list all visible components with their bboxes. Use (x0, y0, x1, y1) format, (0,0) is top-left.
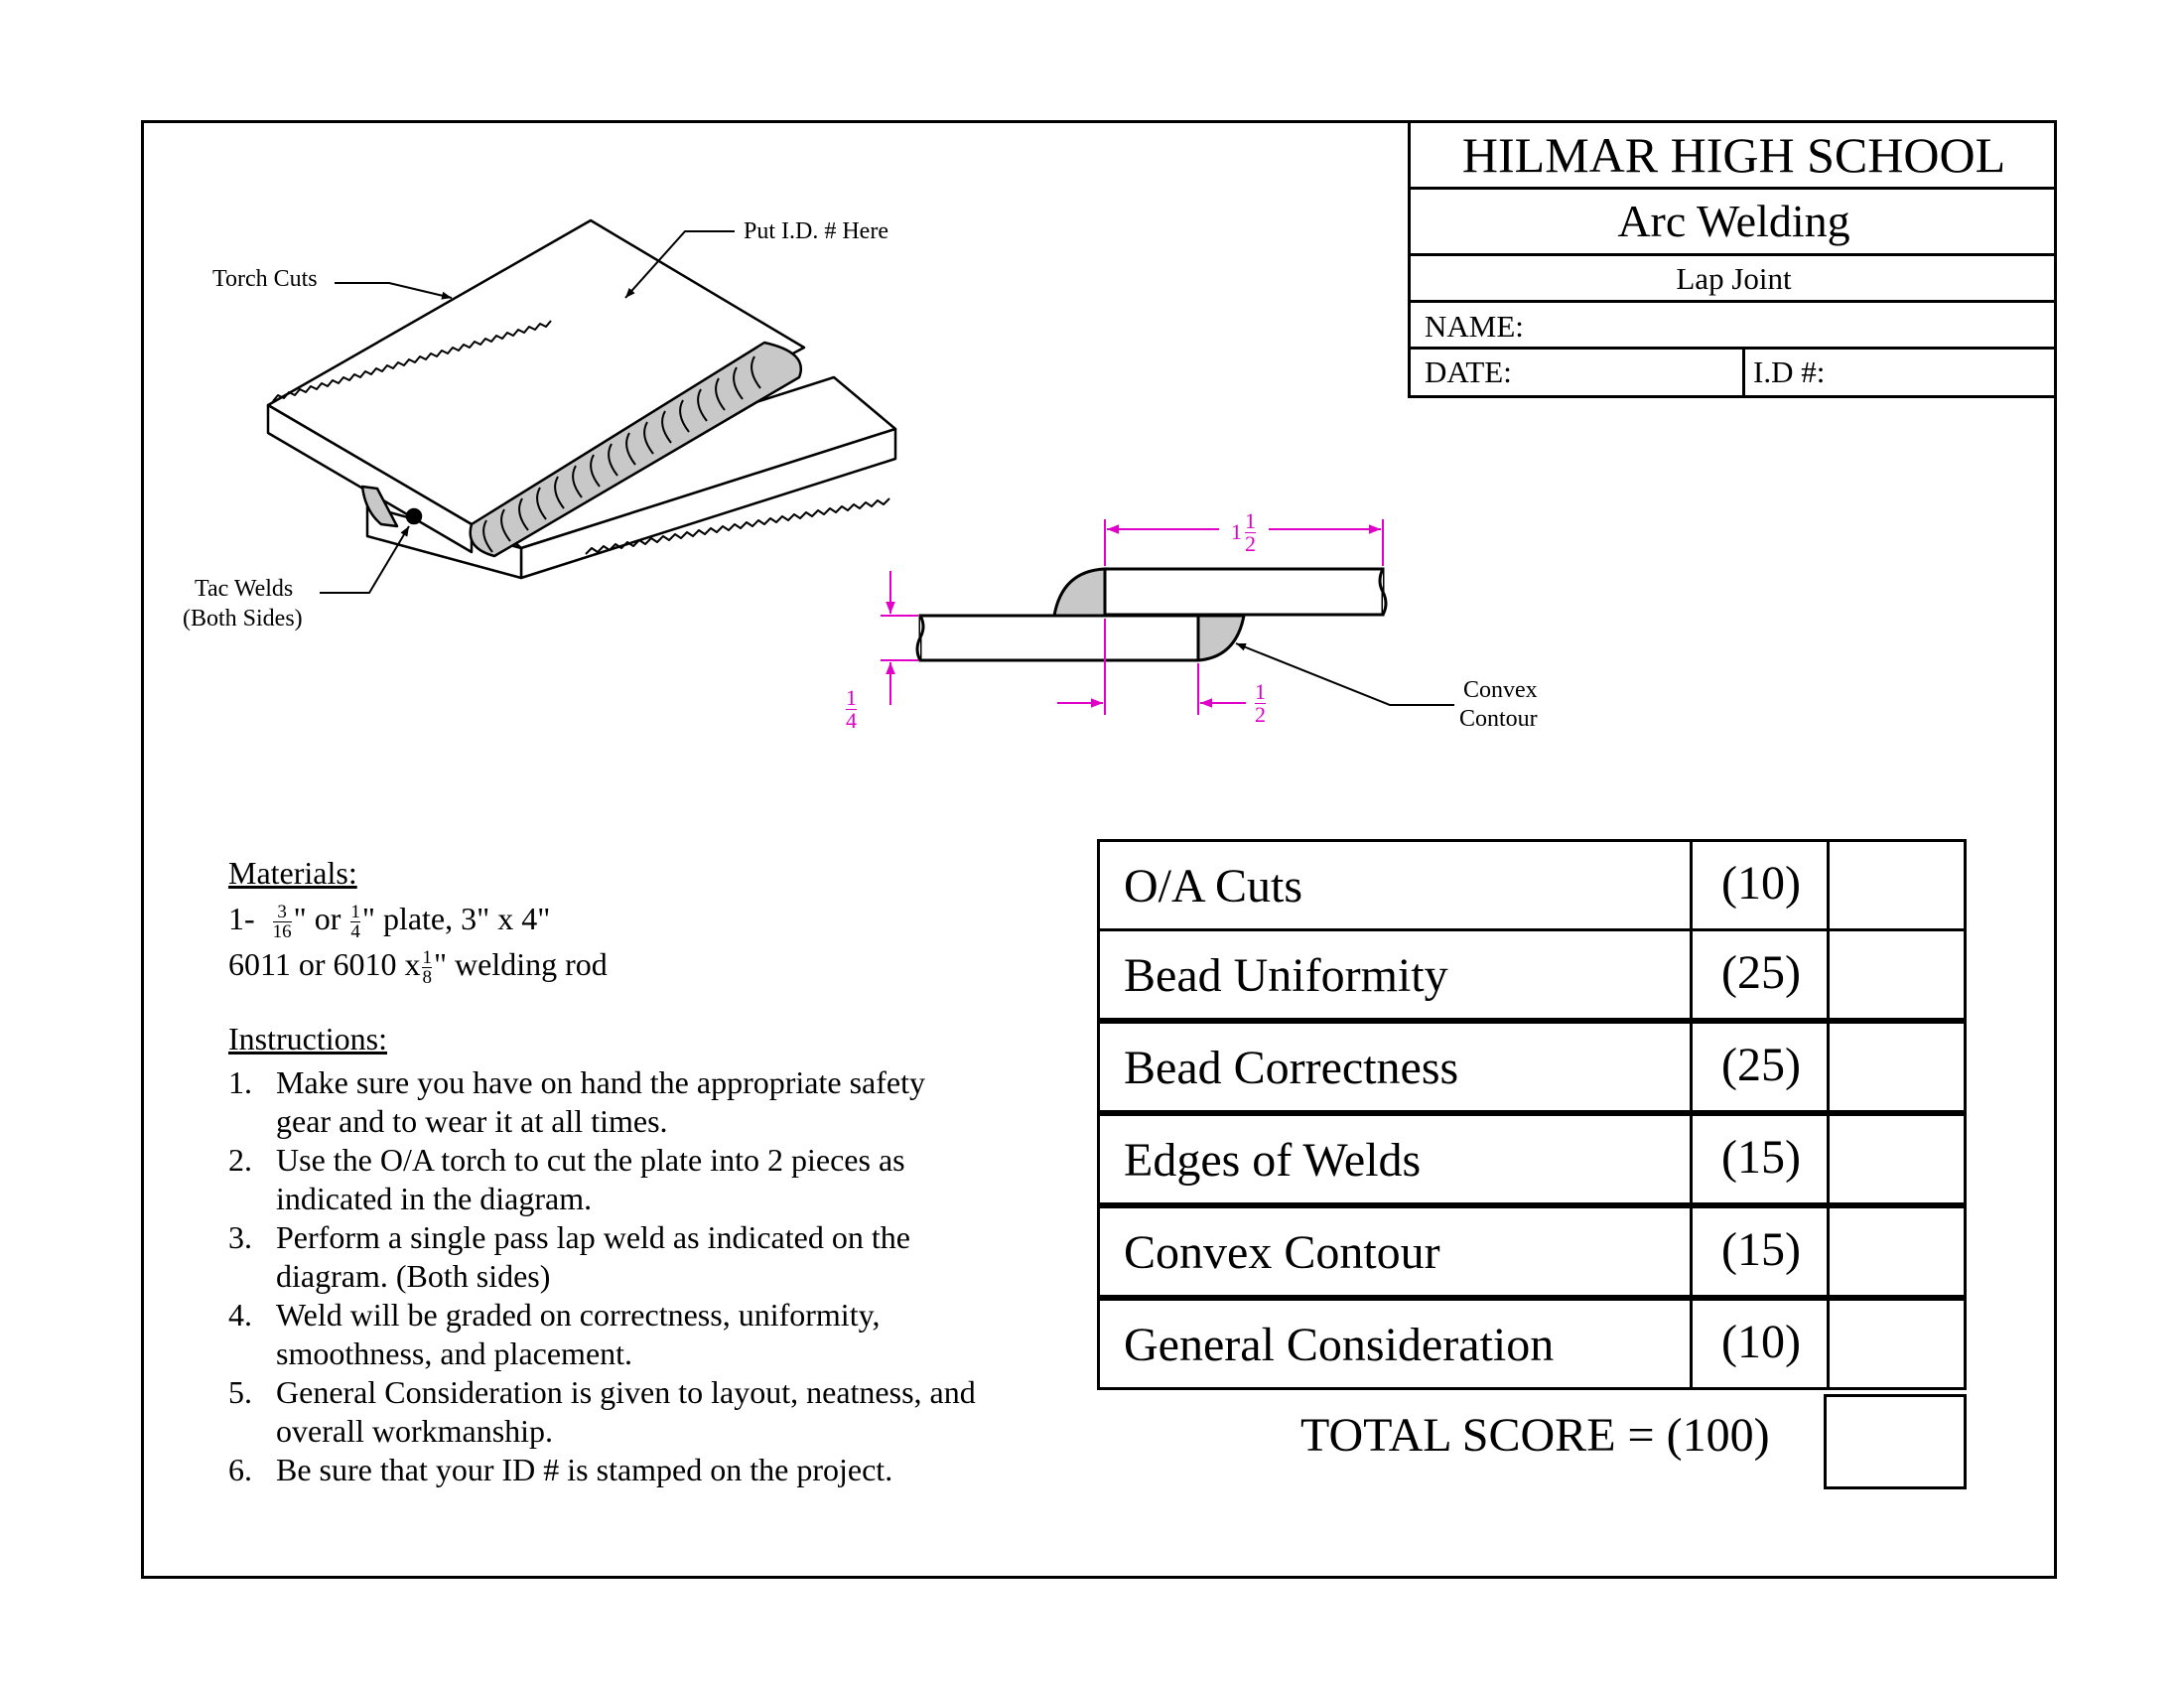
instruction-item: 1.Make sure you have on hand the appropr… (228, 1064, 925, 1139)
dimension-lines (881, 519, 1384, 715)
score-points: (25) (1690, 1024, 1830, 1110)
isometric-view (266, 218, 897, 580)
score-criterion: Convex Contour (1124, 1226, 1440, 1279)
torch-cuts-label: Torch Cuts (212, 266, 318, 292)
title-block: HILMAR HIGH SCHOOL Arc Welding Lap Joint… (1408, 120, 2057, 398)
score-row: Convex Contour (15) (1097, 1205, 1967, 1298)
score-criterion: General Consideration (1124, 1319, 1555, 1371)
instructions-header: Instructions: (228, 1021, 387, 1056)
score-row: Bead Uniformity (25) (1097, 928, 1967, 1021)
weld-bead (469, 341, 802, 558)
instruction-item: 4.Weld will be graded on correctness, un… (228, 1297, 881, 1371)
score-points: (10) (1690, 842, 1830, 928)
section-view (915, 567, 1388, 662)
project-name: Lap Joint (1411, 256, 2057, 303)
dim-width-whole: 1 (1231, 519, 1242, 544)
score-points: (15) (1690, 1208, 1830, 1295)
score-criterion: O/A Cuts (1124, 860, 1303, 913)
instruction-item: 2.Use the O/A torch to cut the plate int… (228, 1142, 905, 1216)
convex-label: Convex (1463, 677, 1538, 703)
score-row: O/A Cuts (10) (1097, 839, 1967, 931)
leader-convex (1235, 642, 1454, 706)
instruction-item: 5.General Consideration is given to layo… (228, 1374, 976, 1449)
date-id-row: DATE: I.D #: (1411, 350, 2057, 395)
put-id-label: Put I.D. # Here (744, 218, 888, 244)
torch-cut-edge-top (272, 320, 552, 402)
fillet-weld-upper (1052, 567, 1107, 618)
upper-plate-break (1378, 568, 1388, 616)
score-entry-box[interactable] (1827, 842, 1967, 928)
course-name: Arc Welding (1411, 190, 2057, 256)
dim-overlap-fraction: 1 2 (1255, 679, 1266, 727)
total-score-label: TOTAL SCORE = (100) (1300, 1409, 1770, 1462)
score-points: (25) (1690, 931, 1830, 1018)
leader-lines (320, 230, 1454, 706)
score-entry-box[interactable] (1827, 1116, 1967, 1202)
name-field[interactable]: NAME: (1411, 303, 2057, 350)
dim-thickness-fraction: 1 4 (846, 685, 857, 733)
tack-weld (360, 485, 399, 528)
score-row: General Consideration (10) (1097, 1298, 1967, 1390)
score-criterion: Edges of Welds (1124, 1134, 1422, 1187)
both-sides-label: (Both Sides) (183, 606, 303, 632)
score-criterion: Bead Correctness (1124, 1042, 1459, 1094)
date-field[interactable]: DATE: (1425, 354, 1512, 389)
score-entry-box[interactable] (1827, 931, 1967, 1018)
leader-torch-cuts (335, 282, 453, 300)
materials-header: Materials: (228, 855, 357, 891)
lower-plate-section (918, 614, 1200, 662)
tack-weld-dot (405, 507, 423, 525)
fillet-weld-lower (1196, 614, 1246, 662)
instructions-list: 1.Make sure you have on hand the appropr… (228, 1063, 983, 1489)
score-entry-box[interactable] (1827, 1208, 1967, 1295)
instruction-item: 3.Perform a single pass lap weld as indi… (228, 1219, 910, 1294)
score-points: (10) (1690, 1301, 1830, 1387)
instruction-item: 6.Be sure that your ID # is stamped on t… (228, 1452, 893, 1487)
leader-put-id (624, 230, 735, 299)
weld-ripples (482, 355, 761, 553)
dim-width-fraction: 1 2 (1245, 508, 1256, 556)
instructions-section: Instructions: 1.Make sure you have on ha… (228, 1021, 983, 1489)
contour-label: Contour (1459, 706, 1538, 732)
tac-welds-label: Tac Welds (195, 576, 294, 602)
score-criterion: Bead Uniformity (1124, 949, 1448, 1002)
score-row: Edges of Welds (15) (1097, 1113, 1967, 1205)
id-field[interactable]: I.D #: (1742, 350, 1825, 395)
upper-plate-section (1103, 567, 1385, 617)
school-name: HILMAR HIGH SCHOOL (1411, 120, 2057, 190)
leader-tac-welds (320, 525, 410, 594)
score-entry-box[interactable] (1827, 1024, 1967, 1110)
score-entry-box[interactable] (1827, 1301, 1967, 1387)
lower-plate-break (915, 615, 925, 661)
total-score-box[interactable] (1824, 1394, 1967, 1489)
torch-cut-edge-bottom (585, 497, 890, 555)
score-row: Bead Correctness (25) (1097, 1021, 1967, 1113)
drawing-border (141, 120, 2057, 1579)
score-points: (15) (1690, 1116, 1830, 1202)
